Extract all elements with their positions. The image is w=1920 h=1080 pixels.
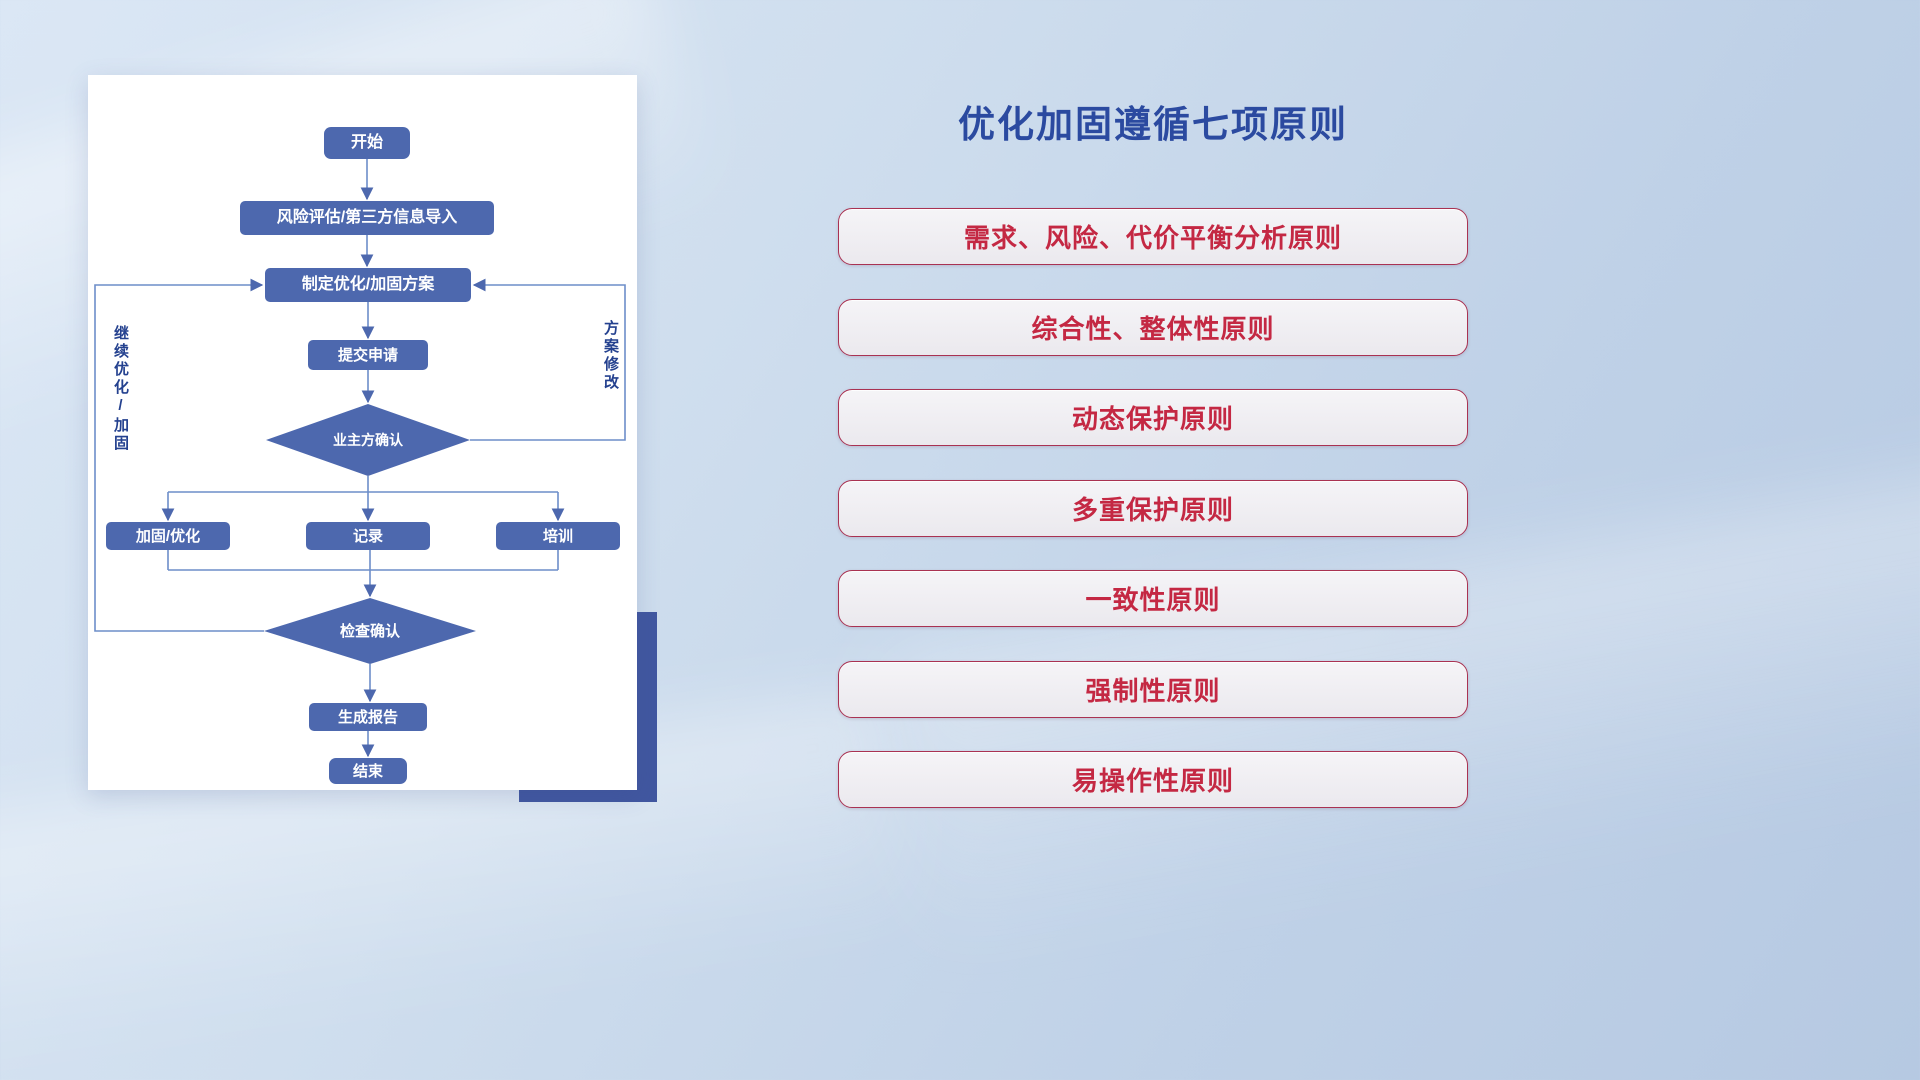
flow-node-label: 制定优化/加固方案 <box>301 276 435 293</box>
loop-label-plan-revision: 方案修改 <box>602 320 619 392</box>
flow-node-record: 记录 <box>306 522 430 550</box>
flow-node-reinforce-optimize: 加固/优化 <box>106 522 230 550</box>
flow-node-label: 业主方确认 <box>333 432 403 448</box>
principle-label: 动态保护原则 <box>1071 404 1234 434</box>
principle-item: 强制性原则 <box>838 660 1468 718</box>
flow-node-label: 记录 <box>352 527 383 545</box>
loop-label-continue-optimize: 继续优化/加固 <box>112 325 129 453</box>
principle-label: 易操作性原则 <box>1071 766 1234 796</box>
flowchart-connectors <box>94 159 626 758</box>
principle-item: 综合性、整体性原则 <box>838 298 1468 356</box>
principles-panel: 优化加固遵循七项原则 需求、风险、代价平衡分析原则 综合性、整体性原则 动态保护… <box>838 94 1468 808</box>
page-title: 优化加固遵循七项原则 <box>958 104 1348 145</box>
flow-node-label: 开始 <box>350 134 383 151</box>
flow-node-make-plan: 制定优化/加固方案 <box>265 268 471 302</box>
flow-node-label: 结束 <box>352 762 383 780</box>
flow-node-submit-request: 提交申请 <box>308 340 428 370</box>
principle-item: 需求、风险、代价平衡分析原则 <box>838 208 1468 265</box>
flow-node-label: 加固/优化 <box>135 527 201 545</box>
principle-label: 强制性原则 <box>1085 675 1221 706</box>
principle-item: 多重保护原则 <box>838 479 1468 537</box>
flow-node-label: 培训 <box>542 527 573 545</box>
principle-label: 综合性、整体性原则 <box>1031 313 1275 344</box>
principles-list: 需求、风险、代价平衡分析原则 综合性、整体性原则 动态保护原则 多重保护原则 一… <box>838 208 1468 808</box>
flow-node-end: 结束 <box>329 758 407 784</box>
principle-item: 一致性原则 <box>838 570 1468 627</box>
flow-node-training: 培训 <box>496 522 620 550</box>
principle-item: 易操作性原则 <box>838 751 1468 808</box>
flow-node-generate-report: 生成报告 <box>309 703 427 731</box>
principle-item: 动态保护原则 <box>838 389 1468 446</box>
principle-label: 需求、风险、代价平衡分析原则 <box>963 223 1342 253</box>
flow-node-label: 生成报告 <box>337 708 398 726</box>
flow-node-label: 风险评估/第三方信息导入 <box>276 209 458 226</box>
flow-node-start: 开始 <box>324 127 410 159</box>
flow-node-label: 提交申请 <box>337 346 398 364</box>
principle-label: 多重保护原则 <box>1071 494 1234 525</box>
principle-label: 一致性原则 <box>1085 585 1221 615</box>
flowchart-card: 开始 风险评估/第三方信息导入 制定优化/加固方案 提交申请 业主方确认 加固/… <box>88 75 637 790</box>
flow-node-label: 检查确认 <box>339 622 400 640</box>
flow-node-risk-assessment: 风险评估/第三方信息导入 <box>240 201 494 235</box>
